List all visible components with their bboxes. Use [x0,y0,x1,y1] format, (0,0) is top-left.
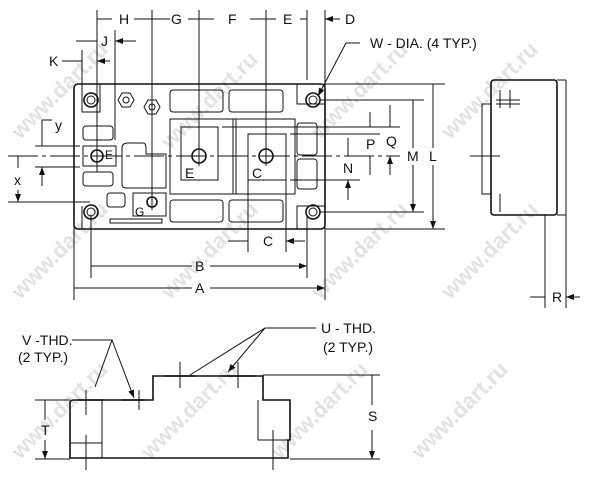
svg-text:www.dart.ru: www.dart.ru [155,47,263,155]
dim-E: E [283,11,292,27]
dim-C: C [263,233,273,249]
svg-text:www.dart.ru: www.dart.ru [135,357,243,465]
terminal-c: C [252,165,262,181]
dim-D: D [345,11,355,27]
dim-G: G [171,11,182,27]
v-thread-count: (2 TYP.) [18,349,68,365]
dimension-labels: H G F E D J K W - DIA. (4 TYP.) y x E E … [14,11,562,438]
side-view [470,79,580,308]
top-view [8,10,445,300]
dim-J: J [101,33,108,49]
dim-H: H [119,11,129,27]
hole-note: W - DIA. (4 TYP.) [370,35,477,51]
dim-Q: Q [386,133,397,149]
terminal-e-aux: E [105,148,113,162]
dim-y: y [55,117,62,133]
svg-text:www.dart.ru: www.dart.ru [5,357,113,465]
u-thread-note: U - THD. [321,320,376,336]
svg-text:www.dart.ru: www.dart.ru [435,197,543,305]
svg-text:www.dart.ru: www.dart.ru [405,357,513,465]
dim-B: B [195,258,204,274]
dim-M: M [407,148,419,164]
dim-A: A [195,280,205,296]
dim-T: T [41,422,50,438]
svg-text:www.dart.ru: www.dart.ru [435,37,543,145]
terminal-g: G [135,205,144,219]
front-view [35,327,380,470]
dim-P: P [366,136,375,152]
dim-S: S [368,408,377,424]
dim-R: R [552,289,562,305]
v-thread-note: V -THD. [22,332,73,348]
u-thread-count: (2 TYP.) [323,339,373,355]
dim-L: L [429,148,437,164]
svg-text:www.dart.ru: www.dart.ru [265,357,373,465]
dim-x: x [14,172,21,188]
terminal-e: E [185,165,194,181]
dim-F: F [228,11,237,27]
dim-K: K [49,53,59,69]
dim-N: N [343,160,353,176]
